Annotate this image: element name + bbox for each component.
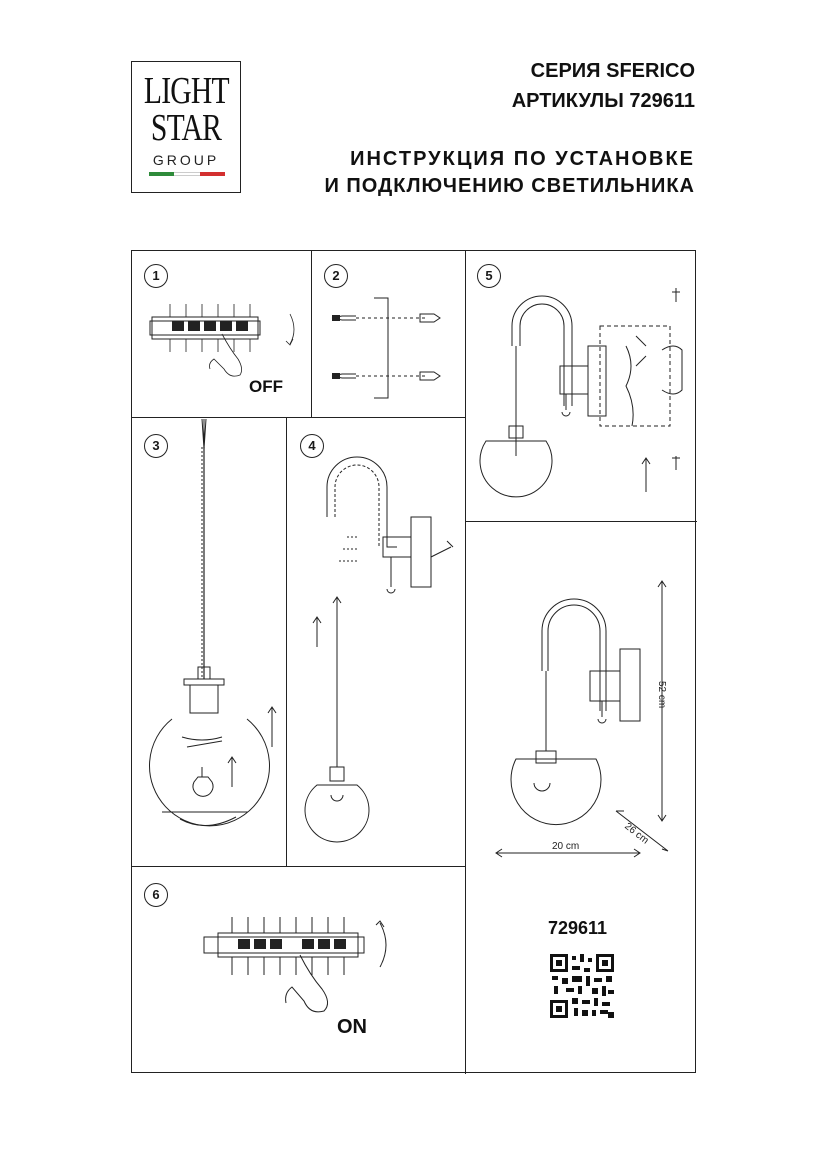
step-number-2: 2 (324, 264, 348, 288)
mounting-bracket-illustration (331, 297, 441, 399)
divider (311, 251, 312, 417)
divider (132, 417, 465, 418)
divider (465, 251, 466, 1074)
step-number-5: 5 (477, 264, 501, 288)
divider (132, 866, 465, 867)
off-label: OFF (249, 377, 283, 396)
italian-flag-icon (149, 172, 225, 176)
article-title: АРТИКУЛЫ 729611 (511, 90, 695, 112)
shade-assembly-illustration (149, 418, 277, 827)
product-article-number: 729611 (548, 918, 608, 938)
divider (465, 521, 697, 522)
brand-logo: LIGHT STAR GROUP (131, 61, 241, 193)
dimensions-illustration (495, 580, 669, 858)
hanging-assembly-illustration (304, 456, 454, 843)
logo-line-light: LIGHT (143, 70, 230, 112)
series-title: СЕРИЯ SFERICO (530, 60, 695, 82)
logo-line-group: GROUP (152, 152, 220, 168)
step-number-1: 1 (144, 264, 168, 288)
on-label: ON (337, 1016, 367, 1038)
breaker-panel-on-illustration (203, 917, 387, 1013)
step-number-6: 6 (144, 883, 168, 907)
instruction-title-line2: И ПОДКЛЮЧЕНИЮ СВЕТИЛЬНИКА (324, 175, 695, 197)
divider (286, 417, 287, 866)
step-number-3: 3 (144, 434, 168, 458)
height-dimension-label: 52 cm (656, 681, 667, 709)
step-number-4: 4 (300, 434, 324, 458)
qr-code-icon (550, 954, 614, 1018)
wiring-illustration (479, 288, 683, 498)
logo-line-star: STAR (150, 107, 222, 149)
instruction-title-line1: ИНСТРУКЦИЯ ПО УСТАНОВКЕ (350, 148, 695, 170)
instruction-frame: 1 2 5 3 4 6 OFF (131, 250, 697, 1074)
width-dimension-label: 20 cm (552, 841, 580, 852)
breaker-panel-off-illustration (149, 304, 295, 377)
